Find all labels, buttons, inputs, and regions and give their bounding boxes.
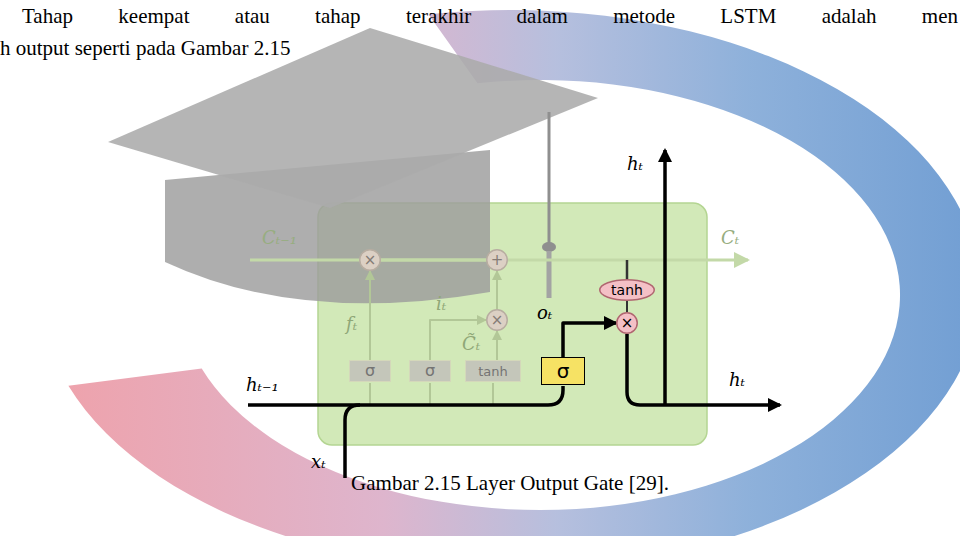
gate-signal: iₜ — [436, 294, 446, 315]
connector — [430, 320, 486, 360]
signal-name: hₜ₋₁ — [246, 375, 279, 396]
node-text: σ — [365, 363, 375, 379]
signal-name: hₜ — [729, 370, 745, 391]
output-branch — [663, 150, 667, 405]
signal-name: hₜ — [627, 154, 643, 175]
output-line — [627, 334, 780, 405]
cell-state-tap — [626, 260, 629, 279]
multiply-op: × — [486, 309, 508, 331]
watermark-swoosh — [68, 10, 960, 536]
multiply-op: × — [616, 312, 638, 334]
add-op: + — [486, 249, 508, 271]
node-text: × — [364, 253, 377, 268]
tanh-op: tanh — [599, 279, 655, 301]
node-text: × — [491, 313, 504, 328]
node-text: + — [491, 253, 504, 268]
watermark-tassel-strand — [547, 251, 552, 298]
gate-signal: C̃ₜ — [462, 334, 480, 355]
gate-signal: fₜ — [346, 314, 357, 335]
operator-outline — [487, 250, 508, 271]
sigmoid-layer: σ — [349, 360, 391, 382]
body-text: Tahap keempat atau tahap terakhir dalam … — [22, 4, 958, 28]
sigmoid-layer: σ — [541, 357, 585, 385]
connector — [496, 331, 498, 360]
input-line — [345, 405, 360, 478]
operator-outline — [487, 310, 508, 331]
signal-name: Cₜ₋₁ — [262, 228, 297, 249]
node-text: tanh — [478, 365, 508, 378]
watermark-tassel — [548, 112, 551, 244]
operator-outline — [617, 313, 638, 334]
connector — [381, 259, 486, 262]
feed-line — [429, 383, 431, 405]
connector — [496, 271, 498, 309]
multiply-op: × — [359, 249, 381, 271]
operator-outline — [600, 280, 655, 301]
node-text: × — [621, 316, 634, 331]
feed-line — [492, 383, 494, 405]
figure-caption: Gambar 2.15 Layer Output Gate [29]. — [200, 471, 820, 495]
node-text: σ — [557, 361, 570, 381]
connector — [369, 271, 371, 360]
connector — [563, 323, 616, 357]
tanh-layer: tanh — [465, 360, 521, 382]
gate-signal: oₜ — [537, 303, 552, 324]
hidden-input-line — [248, 386, 563, 405]
body-text: h output seperti pada Gambar 2.15 — [0, 36, 290, 60]
node-text: tanh — [611, 283, 643, 297]
signal-name: xₜ — [311, 452, 326, 473]
signal-name: Cₜ — [721, 228, 739, 249]
feed-line — [369, 383, 371, 405]
sigmoid-layer: σ — [409, 360, 451, 382]
watermark-tassel-knob — [542, 242, 556, 252]
connector — [626, 301, 628, 312]
node-text: σ — [425, 363, 435, 379]
operator-outline — [360, 250, 381, 271]
